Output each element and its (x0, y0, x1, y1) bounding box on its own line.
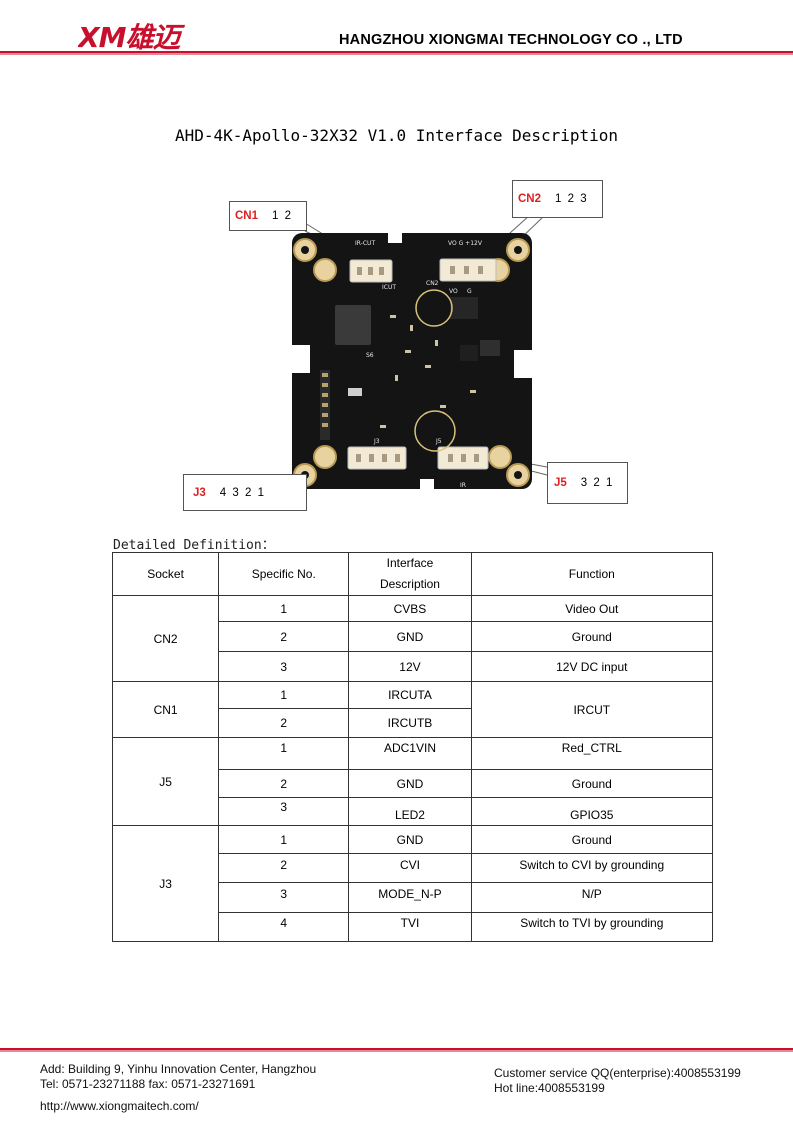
pin-function: Switch to CVI by grounding (470, 853, 714, 883)
socket-cell: J5 (111, 737, 220, 826)
pin-number: 3 (218, 797, 350, 826)
pcb-board: IR-CUT VO G +12V ICUT CN2 J5 J3 IR VO G … (292, 233, 532, 489)
pin-function: GPIO35 (470, 797, 714, 826)
pin-function: Ground (470, 769, 714, 798)
pin-description: GND (348, 769, 472, 798)
table-row: J5 1 ADC1VIN Red_CTRL (111, 737, 714, 826)
page-title: AHD-4K-Apollo-32X32 V1.0 Interface Descr… (174, 126, 619, 145)
callout-cn2: CN2 1 2 3 (512, 180, 603, 218)
socket-cell: CN2 (111, 595, 220, 682)
pin-number: 1 (218, 825, 350, 854)
footer-address: Add: Building 9, Yinhu Innovation Center… (40, 1062, 317, 1076)
company-logo: XM雄迈 (78, 22, 186, 52)
svg-text:J5: J5 (435, 438, 442, 445)
pin-number: 2 (218, 769, 350, 798)
svg-text:G: G (467, 288, 472, 295)
table-row: 2 CVI Switch to CVI by grounding (113, 853, 714, 883)
callout-j3-tag: J3 (193, 486, 206, 499)
pin-description: TVI (348, 912, 472, 942)
footer-rule (0, 1048, 793, 1052)
callout-cn1: CN1 1 2 (229, 201, 307, 231)
table-row: 2 GND Ground (113, 769, 714, 798)
pin-function: Ground (470, 621, 714, 652)
camera-board-image: IR-CUT VO G +12V ICUT CN2 J5 J3 IR VO G … (292, 214, 548, 489)
pin-number: 3 (218, 651, 350, 682)
interface-definition-table: Socket Specific No. Interface Descriptio… (111, 552, 714, 942)
company-name: HANGZHOU XIONGMAI TECHNOLOGY CO ., LTD (339, 32, 683, 48)
pin-function: Video Out (470, 595, 714, 622)
footer-website-link[interactable]: http://www.xiongmaitech.com/ (40, 1099, 199, 1113)
footer-tel-fax: Tel: 0571-23271188 fax: 0571-23271691 (40, 1077, 256, 1091)
callout-cn2-pins: 1 2 3 (555, 193, 589, 205)
pin-description: CVBS (348, 595, 472, 622)
pin-description: GND (348, 621, 472, 652)
pin-number: 1 (218, 737, 350, 770)
header-rule (0, 51, 793, 55)
socket-cell: CN1 (111, 681, 220, 738)
pin-function: N/P (470, 882, 714, 913)
footer-customer-service: Customer service QQ(enterprise):40085531… (494, 1066, 741, 1080)
table-row: 3 12V 12V DC input (113, 651, 714, 682)
j3-connector (347, 446, 407, 470)
table-row: 2 IRCUTB (113, 708, 713, 738)
svg-text:CN2: CN2 (426, 280, 439, 287)
callout-cn2-tag: CN2 (518, 193, 542, 205)
pin-function: Ground (470, 825, 714, 854)
table-row: 3 LED2 GPIO35 (113, 797, 714, 826)
footer-hotline: Hot line:4008553199 (494, 1081, 605, 1095)
callout-j3: J3 4 3 2 1 (183, 474, 307, 511)
silk-ircut: IR-CUT (355, 240, 375, 247)
pin-number: 2 (218, 708, 350, 738)
socket-cell: J3 (111, 825, 220, 942)
pin-description: MODE_N-P (348, 882, 472, 913)
header-socket: Socket (111, 552, 220, 596)
pin-number: 4 (218, 912, 350, 942)
header-specific-no: Specific No. (218, 552, 350, 596)
table-row: CN1 1 IRCUTA IRCUT (111, 681, 714, 738)
main-chip (335, 305, 371, 345)
pin-function: Switch to TVI by grounding (470, 912, 714, 942)
logo-mark: XM雄迈 (78, 22, 185, 52)
table-row: J3 1 GND Ground (111, 825, 714, 942)
header-function: Function (470, 552, 714, 596)
callout-j3-pins: 4 3 2 1 (219, 486, 266, 499)
svg-text:S6: S6 (366, 352, 374, 359)
pin-number: 2 (218, 621, 350, 652)
pin-function: Red_CTRL (470, 737, 714, 770)
pin-function: 12V DC input (470, 651, 714, 682)
svg-text:VO: VO (449, 288, 458, 295)
callout-j5: J5 3 2 1 (547, 462, 628, 504)
pin-description: GND (348, 825, 472, 854)
pin-description: 12V (348, 651, 472, 682)
pin-number: 1 (218, 681, 350, 709)
callout-cn1-tag: CN1 (235, 210, 259, 222)
table-row: 4 TVI Switch to TVI by grounding (113, 912, 714, 942)
pin-number: 1 (218, 595, 350, 622)
table-header-row: Socket Specific No. Interface Descriptio… (111, 552, 714, 596)
svg-text:ICUT: ICUT (382, 284, 396, 291)
pin-description: IRCUTB (348, 708, 472, 738)
svg-text:IR: IR (460, 482, 466, 489)
pin-number: 3 (218, 882, 350, 913)
silk-vo-g-12v: VO G +12V (448, 240, 483, 247)
pin-description: LED2 (348, 797, 472, 826)
header-interface-description: Interface Description (348, 552, 472, 596)
table-row: 3 MODE_N-P N/P (113, 882, 714, 913)
pin-number: 2 (218, 853, 350, 883)
svg-text:J3: J3 (373, 438, 380, 445)
table-row: 2 GND Ground (113, 621, 714, 652)
pin-description: CVI (348, 853, 472, 883)
callout-cn1-pins: 1 2 (272, 210, 293, 222)
pin-description: ADC1VIN (348, 737, 472, 770)
table-row: CN2 1 CVBS Video Out (111, 595, 714, 682)
section-heading: Detailed Definition： (113, 538, 275, 553)
callout-j5-tag: J5 (554, 477, 567, 489)
pin-function: IRCUT (470, 681, 714, 738)
callout-j5-pins: 3 2 1 (580, 477, 614, 489)
pin-description: IRCUTA (348, 681, 472, 709)
